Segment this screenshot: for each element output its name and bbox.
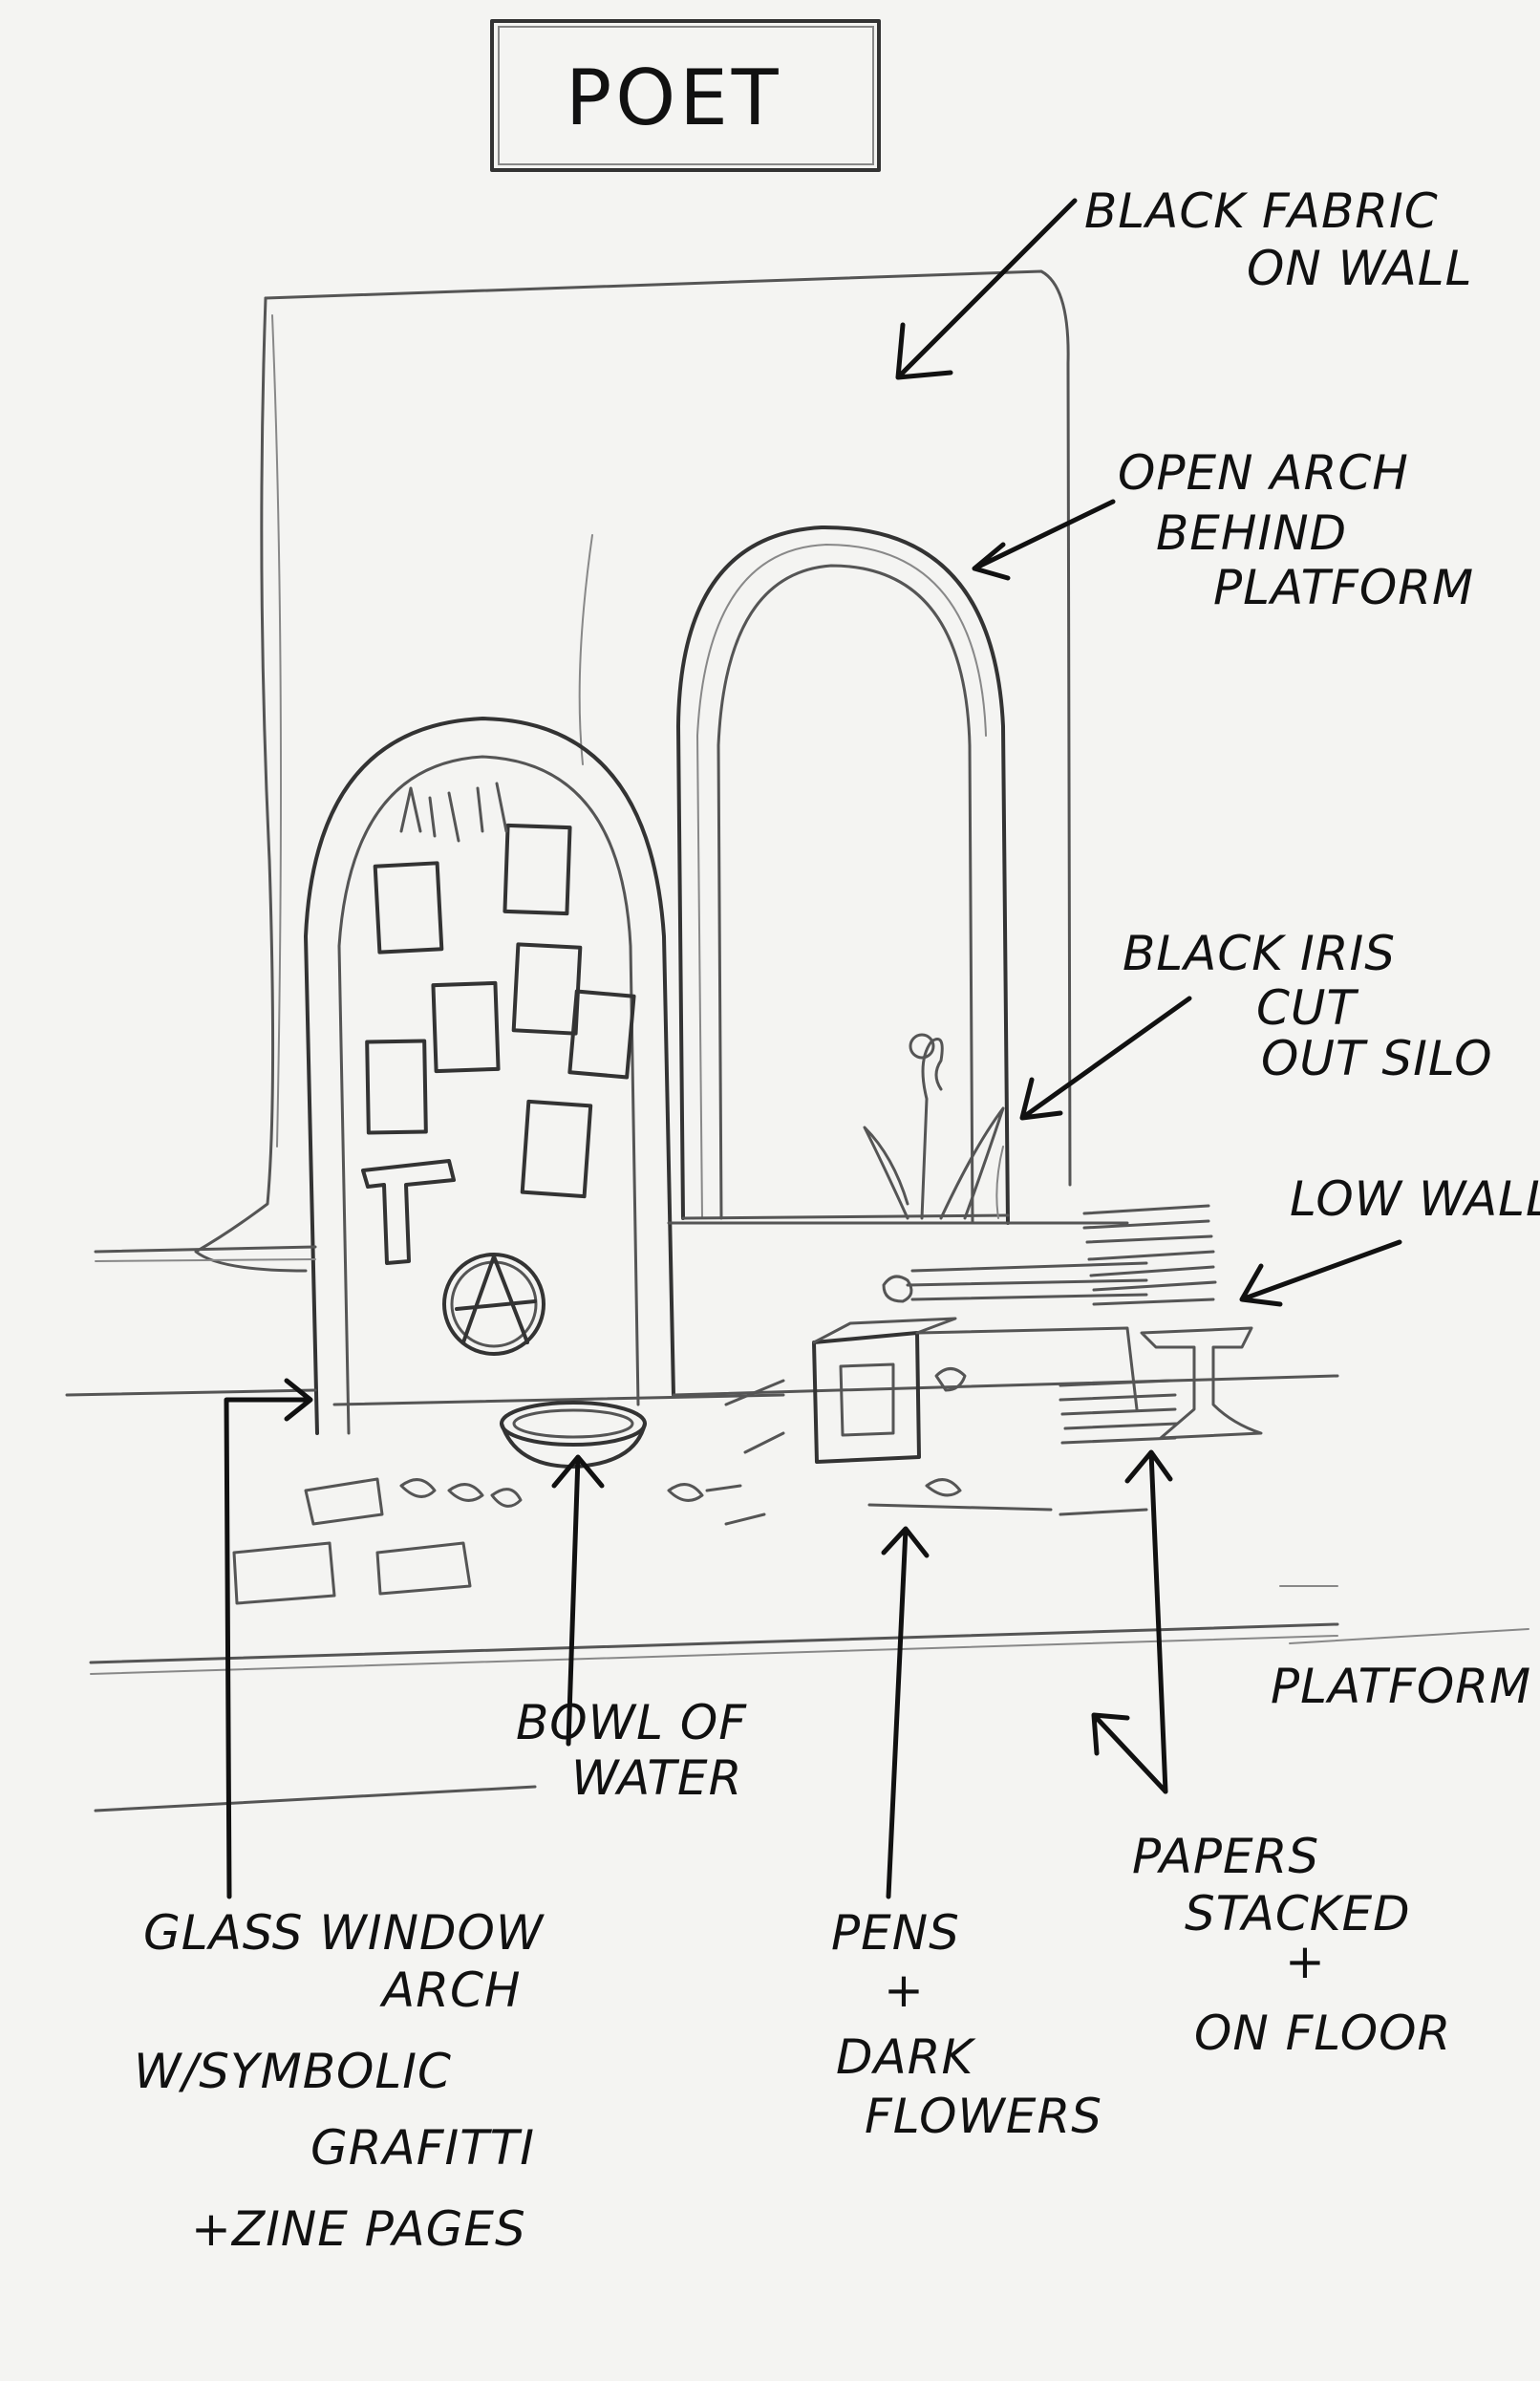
label-glass-2: ARCH bbox=[379, 1963, 521, 2018]
annotation-arrows bbox=[224, 198, 1402, 1899]
label-platform: PLATFORM bbox=[1271, 1659, 1531, 1714]
label-black-iris-1: BLACK IRIS bbox=[1123, 926, 1396, 981]
annotation-labels: BLACK FABRIC ON WALL OPEN ARCH BEHIND PL… bbox=[134, 183, 1540, 2257]
label-papers-4: ON FLOOR bbox=[1194, 2006, 1451, 2061]
label-bowl-1: BOWL OF bbox=[516, 1695, 747, 1750]
black-iris-drawing bbox=[863, 1033, 1005, 1220]
label-papers-3: + bbox=[1285, 1934, 1326, 1989]
label-open-arch-3: PLATFORM bbox=[1213, 560, 1474, 615]
label-black-fabric-2: ON WALL bbox=[1247, 241, 1473, 296]
label-glass-1: GLASS WINDOW bbox=[143, 1905, 545, 1961]
label-black-iris-2: CUT bbox=[1256, 980, 1359, 1036]
label-open-arch-1: OPEN ARCH bbox=[1118, 445, 1409, 501]
back-wall-drawing bbox=[194, 269, 1072, 1273]
label-glass-3: W/SYMBOLIC bbox=[134, 2044, 452, 2099]
label-papers-1: PAPERS bbox=[1132, 1829, 1319, 1884]
title-box: POET bbox=[490, 19, 881, 172]
label-black-fabric-1: BLACK FABRIC bbox=[1084, 183, 1439, 239]
label-pens-2: + bbox=[884, 1963, 925, 2018]
label-low-wall: LOW WALL bbox=[1290, 1171, 1540, 1227]
open-arch-drawing bbox=[676, 525, 1010, 1225]
title-text: POET bbox=[566, 54, 782, 142]
label-bowl-2: WATER bbox=[571, 1750, 742, 1806]
low-wall-drawing bbox=[65, 1204, 1339, 1464]
label-pens-4: FLOWERS bbox=[865, 2089, 1102, 2144]
platform-drawing bbox=[89, 1379, 1529, 1813]
glass-window-arch-drawing bbox=[304, 717, 675, 1435]
label-papers-2: STACKED bbox=[1185, 1886, 1411, 1941]
label-open-arch-2: BEHIND bbox=[1156, 505, 1347, 561]
label-glass-4: GRAFITTI bbox=[310, 2120, 535, 2176]
label-glass-5: +ZINE PAGES bbox=[191, 2201, 526, 2257]
label-black-iris-3: OUT SILO bbox=[1261, 1031, 1493, 1086]
label-pens-1: PENS bbox=[831, 1905, 960, 1961]
label-pens-3: DARK bbox=[836, 2029, 976, 2085]
